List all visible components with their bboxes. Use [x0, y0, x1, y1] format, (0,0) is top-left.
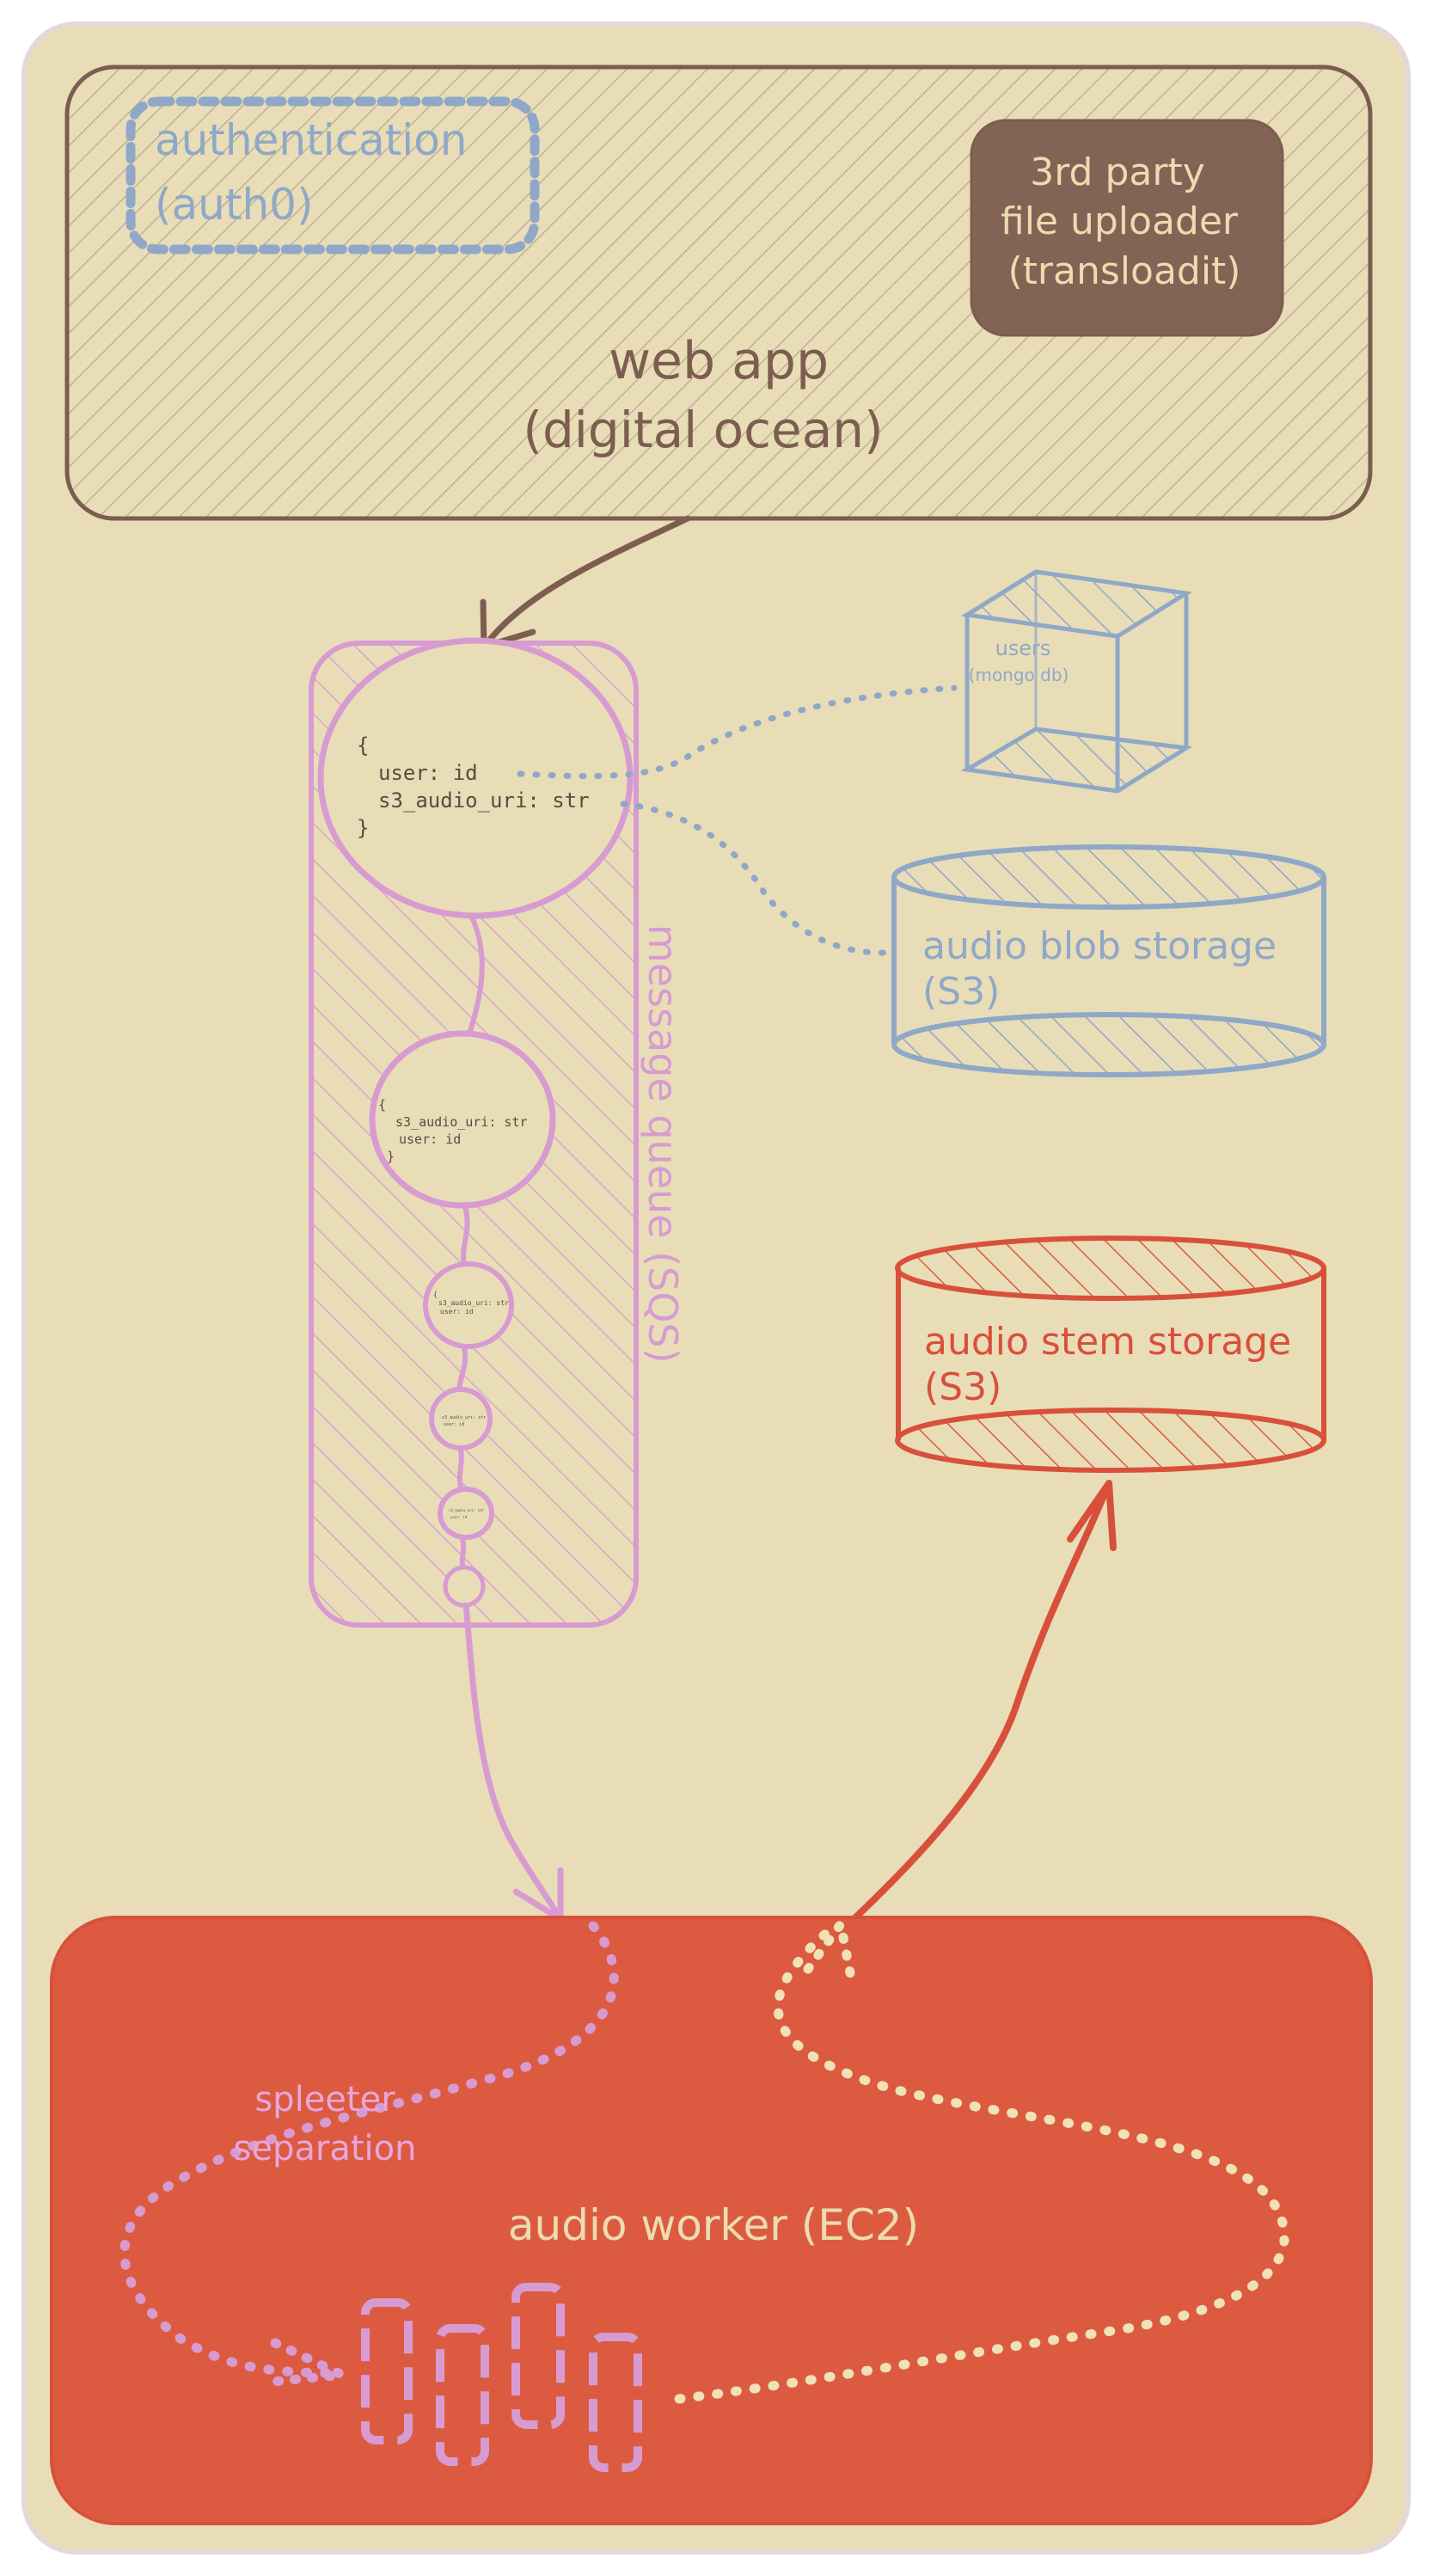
message-second-line4: } — [387, 1149, 395, 1164]
worker-to-stem-storage-arrow — [848, 1480, 1117, 1925]
message-third-line1: { — [433, 1291, 438, 1298]
users-db-label: users — [995, 636, 1051, 660]
audio-stem-2 — [436, 2324, 489, 2466]
message-main-line4: } — [357, 816, 369, 840]
audio-stem-3 — [511, 2283, 565, 2429]
file-uploader-line3: (transloadit) — [1008, 249, 1241, 293]
message-fifth-line2: user: id — [450, 1515, 468, 1519]
message-bubble-fifth — [438, 1487, 494, 1540]
file-uploader-box — [970, 119, 1284, 337]
audio-blob-storage: audio blob storage (S3) — [891, 844, 1326, 1077]
message-bubble-main — [317, 637, 634, 919]
users-db: users (mongo db) — [960, 569, 1193, 794]
message-fourth-line2: user: id — [444, 1422, 464, 1427]
user-to-users-db-link — [517, 684, 958, 780]
blob-storage-provider: (S3) — [922, 970, 1000, 1014]
audio-worker: audio worker (EC2) spleeter separation — [50, 1912, 1373, 2525]
authentication-box — [126, 96, 540, 255]
authentication-provider: (auth0) — [155, 180, 313, 230]
message-fifth-line1: s3_audio_uri: str — [449, 1508, 485, 1512]
message-main-line2: user: id — [378, 761, 478, 785]
spleeter-label: spleeter — [254, 2080, 395, 2119]
stem-storage-provider: (S3) — [924, 1365, 1001, 1409]
users-db-provider: (mongo db) — [969, 665, 1069, 685]
stem-storage-label: audio stem storage — [924, 1320, 1291, 1364]
message-third-line3: user: id — [440, 1308, 474, 1316]
message-bubble-second — [369, 1030, 556, 1209]
blob-storage-label: audio blob storage — [922, 924, 1277, 968]
message-second-line1: { — [378, 1097, 386, 1113]
message-queue-label: message queue (SQS) — [640, 924, 686, 1364]
web-app-container: web app (digital ocean) authentication (… — [64, 64, 1373, 521]
spleeter-separation-label: separation — [234, 2129, 417, 2168]
audio-worker-box — [50, 1916, 1373, 2525]
authentication-label: authentication — [155, 115, 467, 165]
audio-stem-storage: audio stem storage (S3) — [895, 1236, 1326, 1473]
message-second-line2: s3_audio_uri: str — [395, 1114, 528, 1130]
audio-stem-4 — [589, 2333, 642, 2472]
web-app-subtitle: (digital ocean) — [523, 401, 883, 459]
audio-worker-title: audio worker (EC2) — [508, 2200, 919, 2250]
web-app-title: web app — [609, 331, 829, 391]
message-bubble-sixth — [443, 1565, 486, 1608]
message-bubble-third — [423, 1261, 514, 1349]
uri-to-blob-storage-link — [620, 800, 893, 956]
message-bubble-fourth — [429, 1387, 493, 1451]
audio-stem-1 — [361, 2298, 413, 2444]
message-main-line1: { — [357, 733, 369, 757]
message-fourth-line1: s3_audio_uri: str — [442, 1415, 486, 1420]
message-second-line3: user: id — [399, 1132, 461, 1147]
file-uploader-line1: 3rd party — [1030, 150, 1205, 194]
message-queue: message queue (SQS) { user: id s3_audio_… — [309, 637, 686, 1628]
file-uploader-line2: file uploader — [1001, 199, 1239, 243]
message-third-line2: s3_audio_uri: str — [438, 1299, 509, 1307]
message-main-line3: s3_audio_uri: str — [378, 788, 590, 813]
